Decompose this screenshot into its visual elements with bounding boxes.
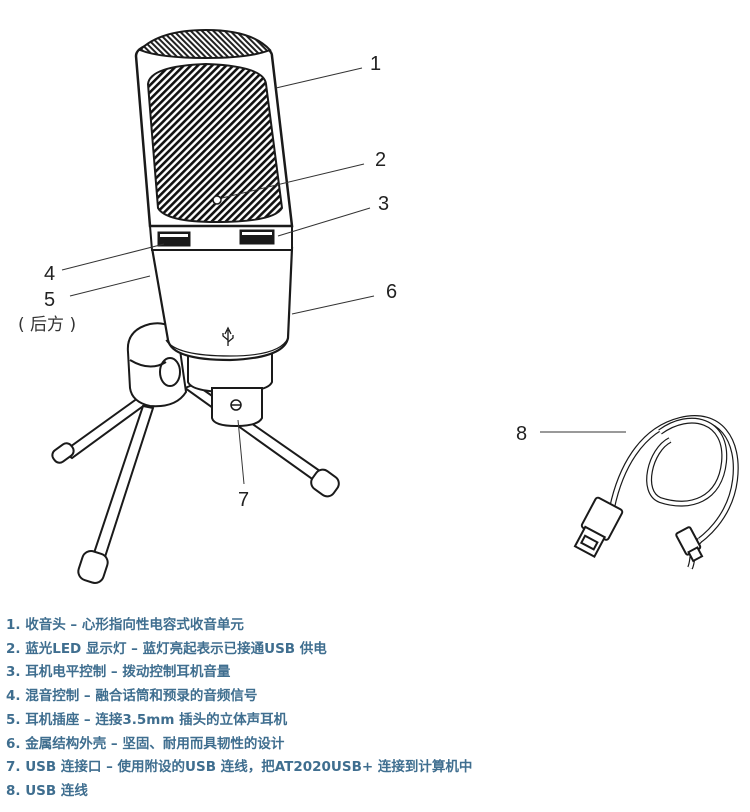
- callout-3: 3: [378, 193, 389, 215]
- leader-3: [277, 207, 371, 237]
- leader-lines: [61, 67, 626, 485]
- legend-item: 1. 收音头 – 心形指向性电容式收音单元: [6, 617, 244, 633]
- leader-1: [275, 67, 363, 89]
- microphone: [134, 28, 294, 428]
- usb-cable: [573, 415, 739, 570]
- leader-6: [291, 295, 375, 315]
- leader-4: [61, 243, 165, 271]
- metal-housing: [150, 246, 294, 362]
- legend-item: 5. 耳机插座 – 连接3.5mm 插头的立体声耳机: [6, 711, 288, 728]
- tripod-foot-left: [51, 442, 75, 464]
- callout-7: 7: [238, 489, 249, 511]
- callout-6: 6: [386, 281, 397, 303]
- callout-1: 1: [370, 53, 381, 75]
- mesh-grille: [146, 62, 284, 224]
- usb-mini-plug: [675, 526, 704, 563]
- leader-5: [69, 275, 151, 297]
- usb-symbol-icon: [222, 326, 234, 346]
- legend-item: 4. 混音控制 – 融合话筒和预录的音频信号: [6, 688, 258, 705]
- tripod-foot-right: [310, 468, 340, 498]
- leader-2: [221, 163, 365, 199]
- tripod-foot-front: [77, 550, 109, 584]
- legend-item: 6. 金属结构外壳 – 坚固、耐用而具韧性的设计: [6, 735, 285, 752]
- leader-7: [237, 419, 245, 485]
- product-diagram: 1 2 3 4 5 ( 后方 ) 6 7 8: [18, 28, 739, 584]
- usb-a-plug: [573, 496, 624, 558]
- callout-labels: 1 2 3 4 5 ( 后方 ) 6 7 8: [18, 53, 527, 511]
- callout-8: 8: [516, 423, 527, 445]
- led-indicator: [212, 195, 222, 205]
- legend-item: 2. 蓝光LED 显示灯 – 蓝灯亮起表示已接通USB 供电: [6, 640, 327, 657]
- callout-4: 4: [44, 263, 55, 285]
- legend-item: 7. USB 连接口 – 使用附设的USB 连线，把AT2020USB+ 连接到…: [6, 759, 473, 776]
- legend-item: 8. USB 连线: [6, 782, 88, 799]
- capsule-top: [138, 28, 272, 60]
- callout-5: 5: [44, 289, 55, 311]
- legend-item: 3. 耳机电平控制 – 拨动控制耳机音量: [6, 664, 231, 681]
- callout-5-note: ( 后方 ): [18, 315, 76, 335]
- callout-2: 2: [375, 149, 386, 171]
- parts-legend: 1. 收音头 – 心形指向性电容式收音单元 2. 蓝光LED 显示灯 – 蓝灯亮…: [6, 614, 472, 804]
